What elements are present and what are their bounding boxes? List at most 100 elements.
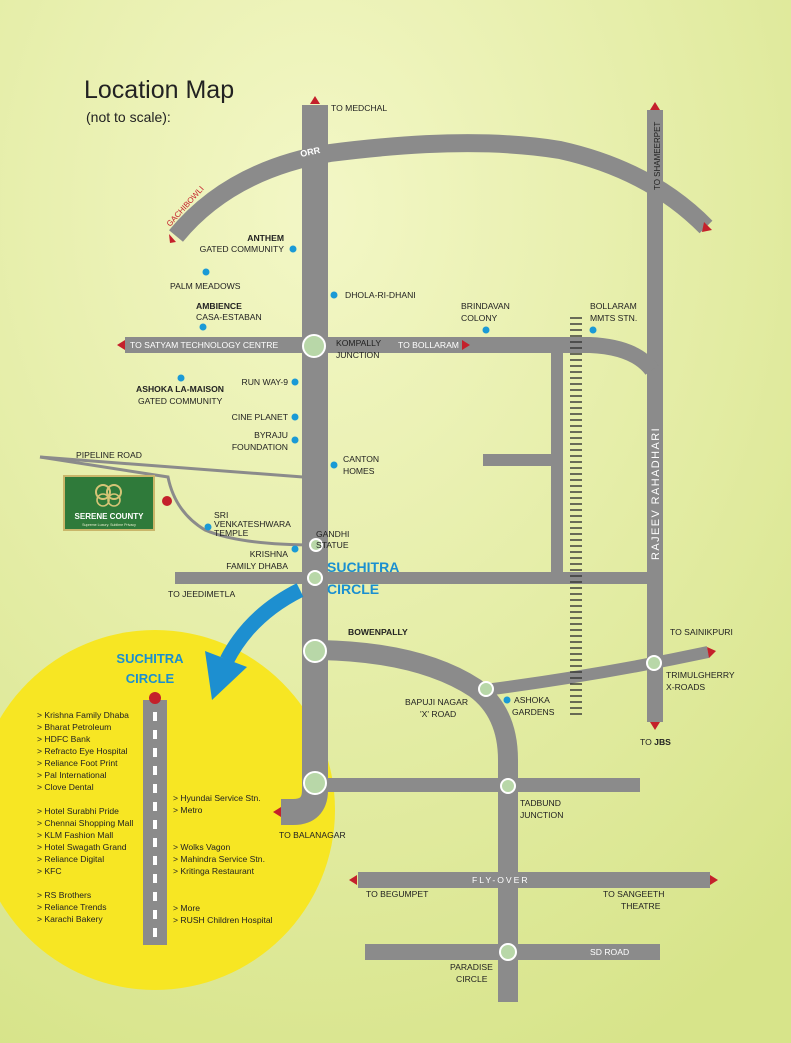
label-anthem-1: ANTHEM [247,233,284,243]
road-dash [153,838,157,847]
label-ambience-2: CASA-ESTABAN [196,312,262,322]
marker-canton [330,461,338,469]
road-pipeline [39,455,304,479]
junctions [302,334,662,961]
arrow-sainikpuri [707,647,716,658]
arrow-shameerpet [650,102,660,110]
inset-list-item: > HDFC Bank [37,734,91,744]
inset-list-item: > Wolks Vagon [173,842,230,852]
label-to-satyam: TO SATYAM TECHNOLOGY CENTRE [130,340,278,350]
label-to-balanagar: TO BALANAGAR [279,830,346,840]
marker-ashoka-la-maison [177,374,185,382]
arrow-satyam [117,340,125,350]
arrow-bollaram [462,340,470,350]
label-sri-venk-3: TEMPLE [214,528,249,538]
junction-suchitra [307,570,323,586]
arrow-jbs [650,722,660,730]
junction-paradise [499,943,517,961]
label-bapuji-2: 'X' ROAD [420,709,456,719]
inset-list-item: > Chennai Shopping Mall [37,818,133,828]
label-to-shameerpet: TO SHAMEERPET [653,122,662,190]
label-ashoka-gardens-1: ASHOKA [514,695,550,705]
callout-arrow [205,583,304,700]
suchitra-inset-circle [0,630,335,990]
label-byraju-1: BYRAJU [254,430,288,440]
label-suchitra-2: CIRCLE [327,581,379,597]
label-paradise-2: CIRCLE [456,974,488,984]
marker-bollaram-mmts [589,326,597,334]
marker-sri-venk [204,523,212,531]
label-byraju-2: FOUNDATION [232,442,288,452]
marker-byraju [291,436,299,444]
inset-list-item: > Reliance Trends [37,902,107,912]
label-anthem-2: GATED COMMUNITY [200,244,285,254]
label-tadbund-2: JUNCTION [520,810,563,820]
marker-brindavan [482,326,490,334]
label-palm-meadows: PALM MEADOWS [170,281,241,291]
label-to-bollaram: TO BOLLARAM [398,340,459,350]
inset-list-item: > Reliance Foot Print [37,758,118,768]
inset-list-item: > Reliance Digital [37,854,104,864]
road-dash [153,784,157,793]
inset-list-item: > Hotel Swagath Grand [37,842,127,852]
road-dash [153,856,157,865]
marker-dhola [330,291,338,299]
arrow-sangeeth [710,875,718,885]
inset-road [143,692,167,945]
railway-lines [570,317,582,715]
road-dash [153,874,157,883]
label-to-medchal: TO MEDCHAL [331,103,387,113]
label-brindavan-1: BRINDAVAN [461,301,510,311]
label-runway9: RUN WAY-9 [242,377,289,387]
page-subtitle: (not to scale): [86,109,171,125]
label-bapuji-1: BAPUJI NAGAR [405,697,468,707]
label-to-jbs: TO JBS [640,737,671,747]
arrow-gachibowli [169,234,176,243]
junction-balanagar [303,771,327,795]
label-kompally-1: KOMPALLY [336,338,381,348]
label-ambience-1: AMBIENCE [196,301,242,311]
serene-county-logo: SERENE COUNTY Supreme Luxury. Sublime Pr… [63,475,155,531]
inset-list-item: > Mahindra Service Stn. [173,854,265,864]
inset-list-item: > Clove Dental [37,782,94,792]
label-bollaram-mmts-2: MMTS STN. [590,313,637,323]
marker-anthem [289,245,297,253]
label-bowenpally: BOWENPALLY [348,627,408,637]
label-trimulgherry-2: X-ROADS [666,682,705,692]
road-dash [153,910,157,919]
inset-list-item: > RS Brothers [37,890,91,900]
inset-list-item: > More [173,903,200,913]
inset-list-item: > Bharat Petroleum [37,722,111,732]
label-tadbund-1: TADBUND [520,798,561,808]
road-dash [153,928,157,937]
site-pin [162,496,172,506]
inset-list-item: > Karachi Bakery [37,914,103,924]
road-dash [153,748,157,757]
label-paradise-1: PARADISE [450,962,493,972]
brand-tagline: Supreme Luxury. Sublime Privacy [82,523,136,527]
direction-arrows [117,96,718,885]
label-ashoka-la-maison-1: ASHOKA LA-MAISON [136,384,224,394]
marker-ashoka-gardens [503,696,511,704]
label-trimulgherry-1: TRIMULGHERRY [666,670,735,680]
junction-trimulgherry [646,655,662,671]
inset-list-item: > Pal International [37,770,107,780]
arrow-medchal [310,96,320,104]
road-orr [169,134,713,242]
label-to-begumpet: TO BEGUMPET [366,889,429,899]
inset-pin [149,692,161,704]
brand-name: SERENE COUNTY [75,512,145,521]
inset-list-item: > Krishna Family Dhaba [37,710,129,720]
label-flyover: FLY-OVER [472,875,530,885]
junction-gandhi-statue [309,538,323,552]
label-orr: ORR [299,145,321,159]
label-brindavan-2: COLONY [461,313,498,323]
road-dash [153,730,157,739]
label-krishna-2: FAMILY DHABA [226,561,288,571]
label-sri-venk-1: SRI [214,510,228,520]
label-canton-2: HOMES [343,466,375,476]
inset-list-item: > KFC [37,866,62,876]
inset-list-item: > Metro [173,805,203,815]
label-gandhi-1: GANDHI [316,529,349,539]
